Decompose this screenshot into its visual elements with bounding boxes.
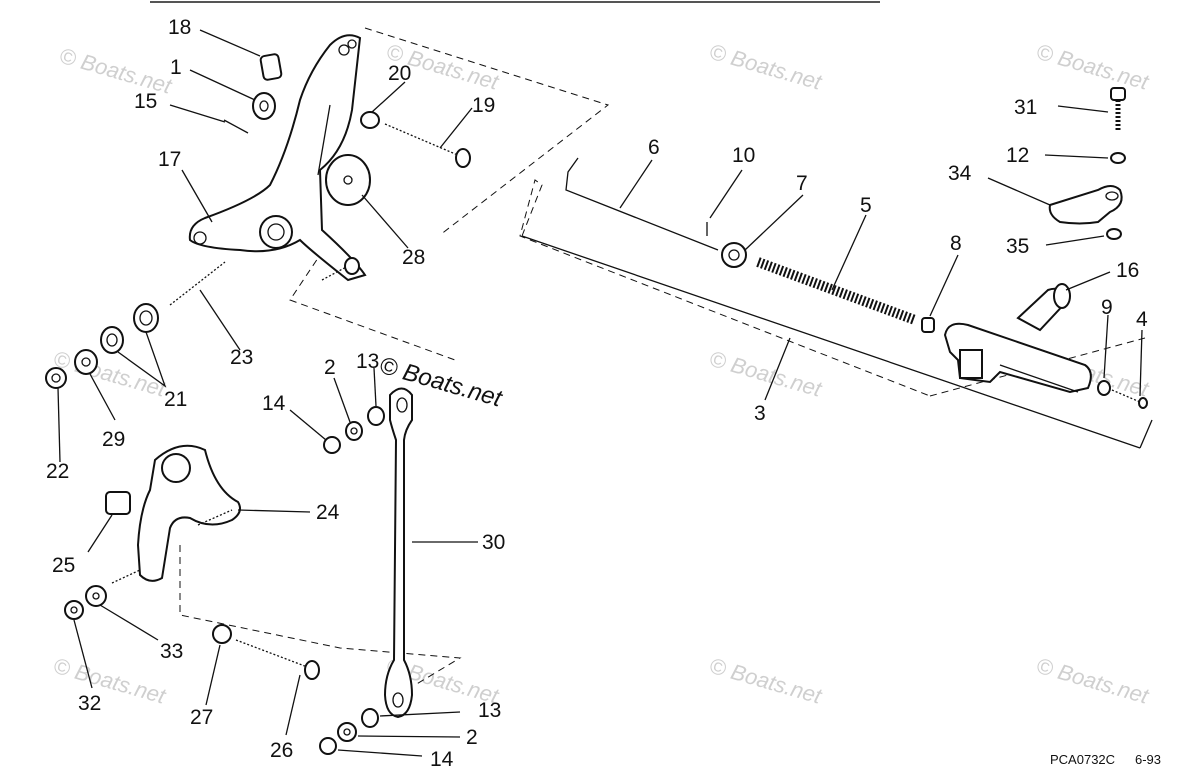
washer-29 [74, 349, 98, 375]
washer-1 [252, 92, 276, 120]
shaft-axis-line [521, 235, 1141, 449]
callout-7: 7 [796, 172, 808, 195]
drawing-date: 6-93 [1135, 752, 1161, 767]
plug-16 [1016, 283, 1071, 332]
callout-9: 9 [1101, 296, 1113, 319]
callout-25: 25 [52, 554, 75, 577]
callout-14: 14 [262, 392, 286, 415]
drawing-code: PCA0732C [1050, 752, 1115, 767]
callout-22: 22 [46, 460, 69, 483]
callout-33: 33 [160, 640, 183, 663]
callout-18: 18 [168, 16, 191, 39]
housing-3 [943, 322, 1092, 394]
callout-12: 12 [1006, 144, 1029, 167]
callout-10: 10 [732, 144, 755, 167]
lower-link-hardware [319, 708, 379, 755]
callouts: 18 1 15 17 20 19 28 23 21 22 29 2 13 14 … [46, 16, 1148, 771]
callout-31: 31 [1014, 96, 1037, 119]
callout-3: 3 [754, 402, 766, 425]
watermark: © Boats.net [1034, 653, 1153, 709]
stud-lower-17 [321, 257, 360, 281]
dashed-guide [179, 545, 462, 686]
callout-28: 28 [402, 246, 425, 269]
disc-28 [325, 154, 371, 206]
washer-33 [85, 585, 107, 607]
screw-19 [384, 123, 471, 168]
sleeve-18 [259, 53, 283, 81]
callout-23: 23 [230, 346, 253, 369]
upper-link-hardware [323, 406, 385, 454]
nut-20 [360, 111, 380, 129]
nut-32 [64, 600, 84, 620]
watermark: © Boats.net [51, 653, 170, 709]
callout-2: 2 [324, 356, 336, 379]
washer-12 [1110, 152, 1126, 164]
dashed-guide [519, 179, 931, 397]
callout-35: 35 [1006, 235, 1029, 258]
screw-26 [235, 639, 320, 680]
bushing-8 [921, 317, 935, 333]
callout-32: 32 [78, 692, 101, 715]
screw-31 [1110, 87, 1126, 132]
callout-14-lower: 14 [430, 748, 454, 771]
pin-15 [223, 119, 249, 134]
bushings-21 [100, 303, 159, 354]
callout-1: 1 [170, 56, 182, 79]
callout-19: 19 [472, 94, 495, 117]
callout-6: 6 [648, 136, 660, 159]
stud-23 [169, 261, 226, 306]
callout-15: 15 [134, 90, 157, 113]
callout-30: 30 [482, 531, 505, 554]
callout-29: 29 [102, 428, 125, 451]
leader-lines [57, 29, 1143, 757]
nut-27 [212, 624, 232, 644]
dashed-guide [364, 27, 610, 236]
throttle-lever-17 [188, 34, 367, 282]
nut-22 [45, 367, 67, 389]
bracket-24 [111, 444, 241, 584]
callout-26: 26 [270, 739, 293, 762]
sleeve-25 [105, 491, 131, 515]
callout-21: 21 [164, 388, 187, 411]
callout-4: 4 [1136, 308, 1148, 331]
callout-13: 13 [356, 350, 379, 373]
watermark: © Boats.net [1034, 39, 1153, 95]
watermark: © Boats.net [707, 653, 826, 709]
dashed-guide [289, 239, 456, 361]
callout-16: 16 [1116, 259, 1139, 282]
link-rod-30 [383, 387, 414, 719]
assembly-lines [179, 27, 1153, 686]
washer-9 [1097, 380, 1111, 396]
screw-4 [1111, 389, 1148, 409]
callout-2-lower: 2 [466, 726, 478, 749]
washer-35 [1106, 228, 1122, 240]
watermark: © Boats.net [51, 346, 170, 402]
wire-6 [565, 157, 719, 251]
callout-5: 5 [860, 194, 872, 217]
callout-20: 20 [388, 62, 411, 85]
shaft-axis-line [1139, 419, 1153, 449]
callout-24: 24 [316, 501, 340, 524]
callout-8: 8 [950, 232, 962, 255]
callout-34: 34 [948, 162, 972, 185]
callout-27: 27 [190, 706, 213, 729]
spring-5 [756, 257, 917, 325]
watermark: © Boats.net [707, 39, 826, 95]
callout-17: 17 [158, 148, 181, 171]
lever-34 [1048, 185, 1123, 225]
bushing-7 [721, 242, 747, 268]
watermark: © Boats.net [57, 43, 176, 99]
callout-13-lower: 13 [478, 699, 501, 722]
watermark: © Boats.net [707, 346, 826, 402]
